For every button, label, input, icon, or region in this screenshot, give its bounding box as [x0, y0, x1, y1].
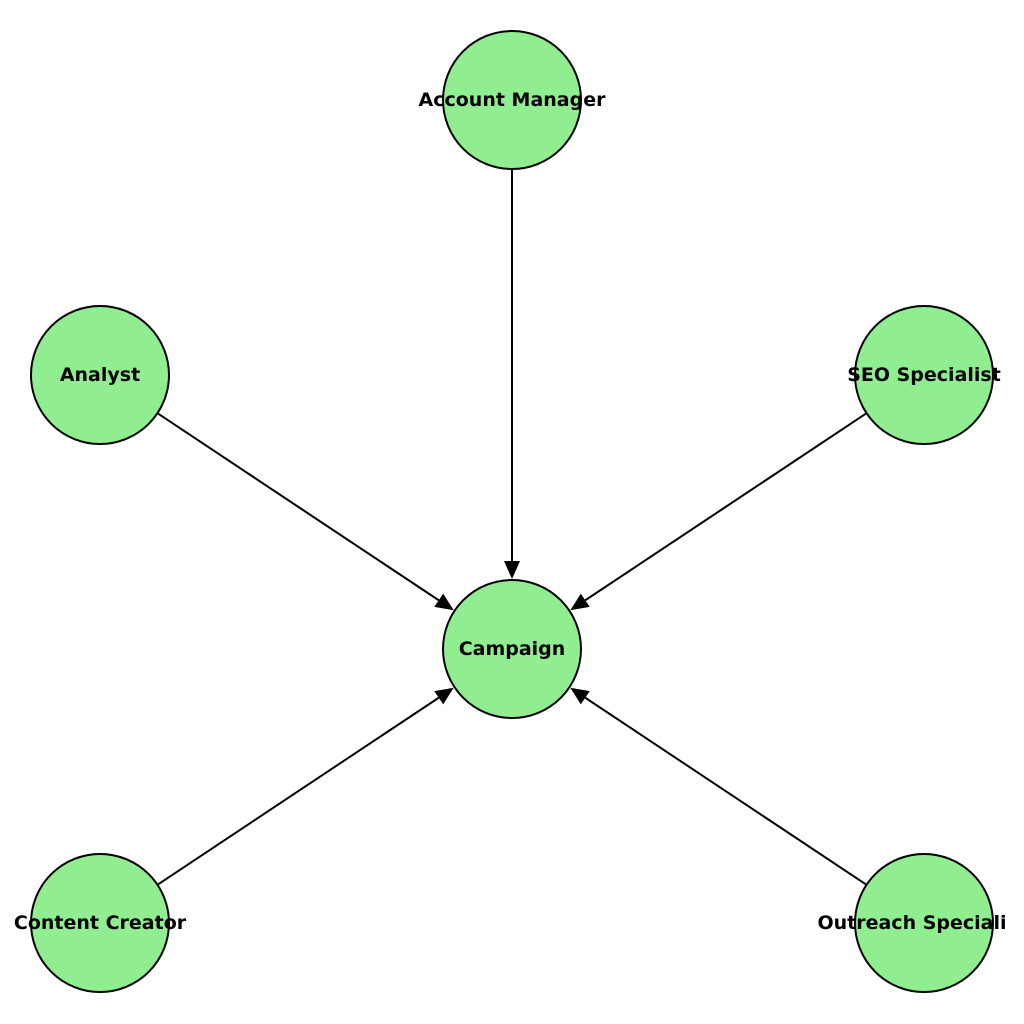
- edge-line: [584, 412, 868, 602]
- arrow-head-icon: [570, 593, 590, 611]
- node-circle: [854, 305, 994, 445]
- node-circle: [30, 305, 170, 445]
- arrow-head-icon: [504, 561, 520, 579]
- node-outreach-specialist: Outreach Speciali: [817, 853, 1007, 993]
- node-account-manager: Account Manager: [419, 30, 607, 170]
- node-campaign: Campaign: [442, 579, 582, 719]
- node-label: Content Creator: [14, 912, 187, 934]
- node-circle: [30, 853, 170, 993]
- node-label: Campaign: [459, 638, 566, 660]
- node-label: Analyst: [60, 364, 140, 386]
- node-seo-specialist: SEO Specialist: [847, 305, 1001, 445]
- node-circle: [442, 579, 582, 719]
- arrow-head-icon: [434, 593, 454, 611]
- node-analyst: Analyst: [30, 305, 170, 445]
- nodes-layer: Account Manager Analyst SEO Specialist C…: [14, 30, 1007, 993]
- edge-line: [156, 696, 440, 886]
- node-circle: [442, 30, 582, 170]
- edges-layer: [156, 169, 868, 886]
- edge-outreach-specialist-to-campaign: [570, 687, 868, 886]
- arrow-head-icon: [570, 687, 590, 705]
- edge-line: [156, 412, 440, 602]
- edge-account-manager-to-campaign: [504, 169, 520, 579]
- edge-content-creator-to-campaign: [156, 687, 454, 886]
- edge-line: [584, 696, 868, 886]
- edge-seo-specialist-to-campaign: [570, 412, 868, 611]
- node-label: SEO Specialist: [847, 364, 1001, 386]
- node-circle: [854, 853, 994, 993]
- arrow-head-icon: [434, 687, 454, 705]
- edge-analyst-to-campaign: [156, 412, 454, 611]
- node-content-creator: Content Creator: [14, 853, 187, 993]
- node-label: Outreach Speciali: [817, 912, 1006, 934]
- node-label: Account Manager: [419, 89, 607, 111]
